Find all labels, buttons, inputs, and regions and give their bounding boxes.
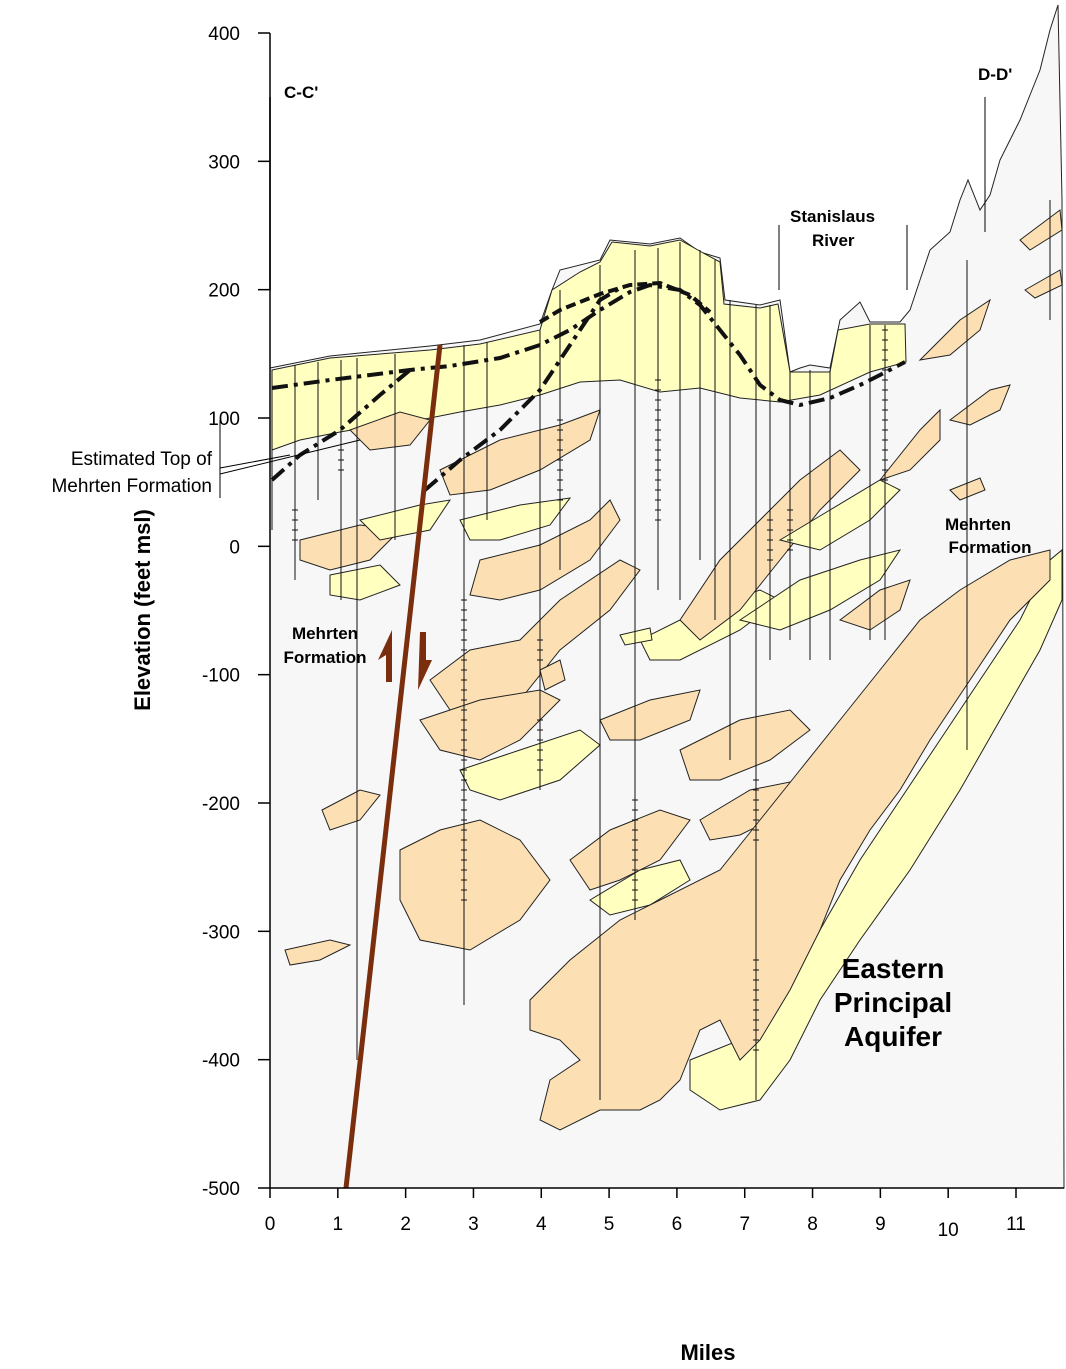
x-tick-label: 6 [672, 1214, 683, 1235]
fault-line [343, 344, 443, 1189]
x-axis-title: Miles [680, 1340, 735, 1365]
estimated-top-leader [219, 420, 361, 498]
mehrten-left-label-line2: Formation [283, 648, 366, 667]
coarse-lens [1024, 269, 1063, 299]
coarse-lens [838, 579, 911, 631]
coarse-lens [599, 689, 701, 741]
x-tick-label: 1 [333, 1214, 344, 1235]
fine-lens [459, 729, 601, 801]
coarse-lens [918, 298, 991, 361]
coarse-lens [539, 659, 566, 691]
fine-lens [589, 859, 691, 916]
upper-fine-zone [271, 239, 907, 451]
estimated-top-mehrten-line-2 [270, 368, 412, 482]
y-axis-ticks: 400 300 200 100 0 -100 -200 -300 -400 -500 [202, 24, 270, 1200]
coarse-lens [299, 524, 402, 571]
coarse-lens [321, 789, 381, 831]
coarse-lens [679, 709, 811, 781]
coarse-lens [878, 408, 941, 482]
aquifer-label-line2: Principal [834, 987, 952, 1018]
estimated-top-mehrten-dashed [538, 280, 712, 324]
x-tick-label: 2 [400, 1214, 411, 1235]
fine-lens [329, 564, 401, 601]
y-tick-label: 400 [208, 24, 240, 45]
mehrten-right-label-line1: Mehrten [945, 515, 1011, 534]
y-tick-label: -300 [202, 922, 240, 943]
section-label-right: D-D' [978, 65, 1012, 84]
x-axis-ticks: 0 1 2 3 4 5 6 7 8 9 10 11 [265, 1188, 1026, 1241]
y-tick-label: 100 [208, 409, 240, 430]
y-tick-label: 300 [208, 152, 240, 173]
coarse-lens [349, 411, 431, 451]
y-tick-label: -200 [202, 794, 240, 815]
screened-intervals [292, 329, 888, 1051]
x-tick-label: 10 [938, 1220, 959, 1241]
x-tick-label: 0 [265, 1214, 276, 1235]
y-tick-label: 200 [208, 281, 240, 302]
coarse-lens [399, 819, 551, 951]
section-label-left: C-C' [284, 83, 318, 102]
mehrten-top-label-line1: Estimated Top of [71, 449, 213, 470]
fine-lens [459, 497, 572, 541]
fine-lens [619, 627, 653, 646]
coarse-lens [284, 939, 352, 966]
x-tick-label: 4 [536, 1214, 547, 1235]
fault-arrow-up [378, 630, 392, 682]
y-tick-label: 0 [229, 537, 240, 558]
mehrten-left-label-line1: Mehrten [292, 624, 358, 643]
y-tick-label: -400 [202, 1051, 240, 1072]
x-tick-label: 8 [807, 1214, 818, 1235]
aquifer-label-line3: Aquifer [844, 1021, 942, 1052]
eastern-principal-aquifer-fine-body [689, 548, 1063, 1111]
mehrten-top-label-line2: Mehrten Formation [51, 476, 212, 497]
x-tick-label: 5 [604, 1214, 615, 1235]
eastern-principal-aquifer-coarse-body [529, 549, 1051, 1131]
aquifer-label-line1: Eastern [842, 953, 945, 984]
y-tick-label: -100 [202, 666, 240, 687]
x-tick-label: 11 [1006, 1214, 1026, 1235]
estimated-top-mehrten-line-1 [271, 282, 906, 408]
coarse-lens [469, 499, 621, 601]
river-label-line2: River [812, 231, 855, 250]
estimated-top-mehrten-line-3 [423, 286, 622, 492]
mehrten-right-label-line2: Formation [948, 538, 1031, 557]
x-tick-label: 9 [875, 1214, 886, 1235]
fine-lens [359, 499, 452, 541]
river-label-line1: Stanislaus [790, 207, 875, 226]
y-tick-label: -500 [202, 1179, 240, 1200]
x-tick-label: 7 [739, 1214, 750, 1235]
fault-arrow-down [418, 632, 432, 690]
x-tick-label: 3 [468, 1214, 479, 1235]
y-axis-title: Elevation (feet msl) [130, 509, 155, 711]
coarse-lens [1019, 209, 1063, 251]
well-logs [271, 200, 1051, 1100]
